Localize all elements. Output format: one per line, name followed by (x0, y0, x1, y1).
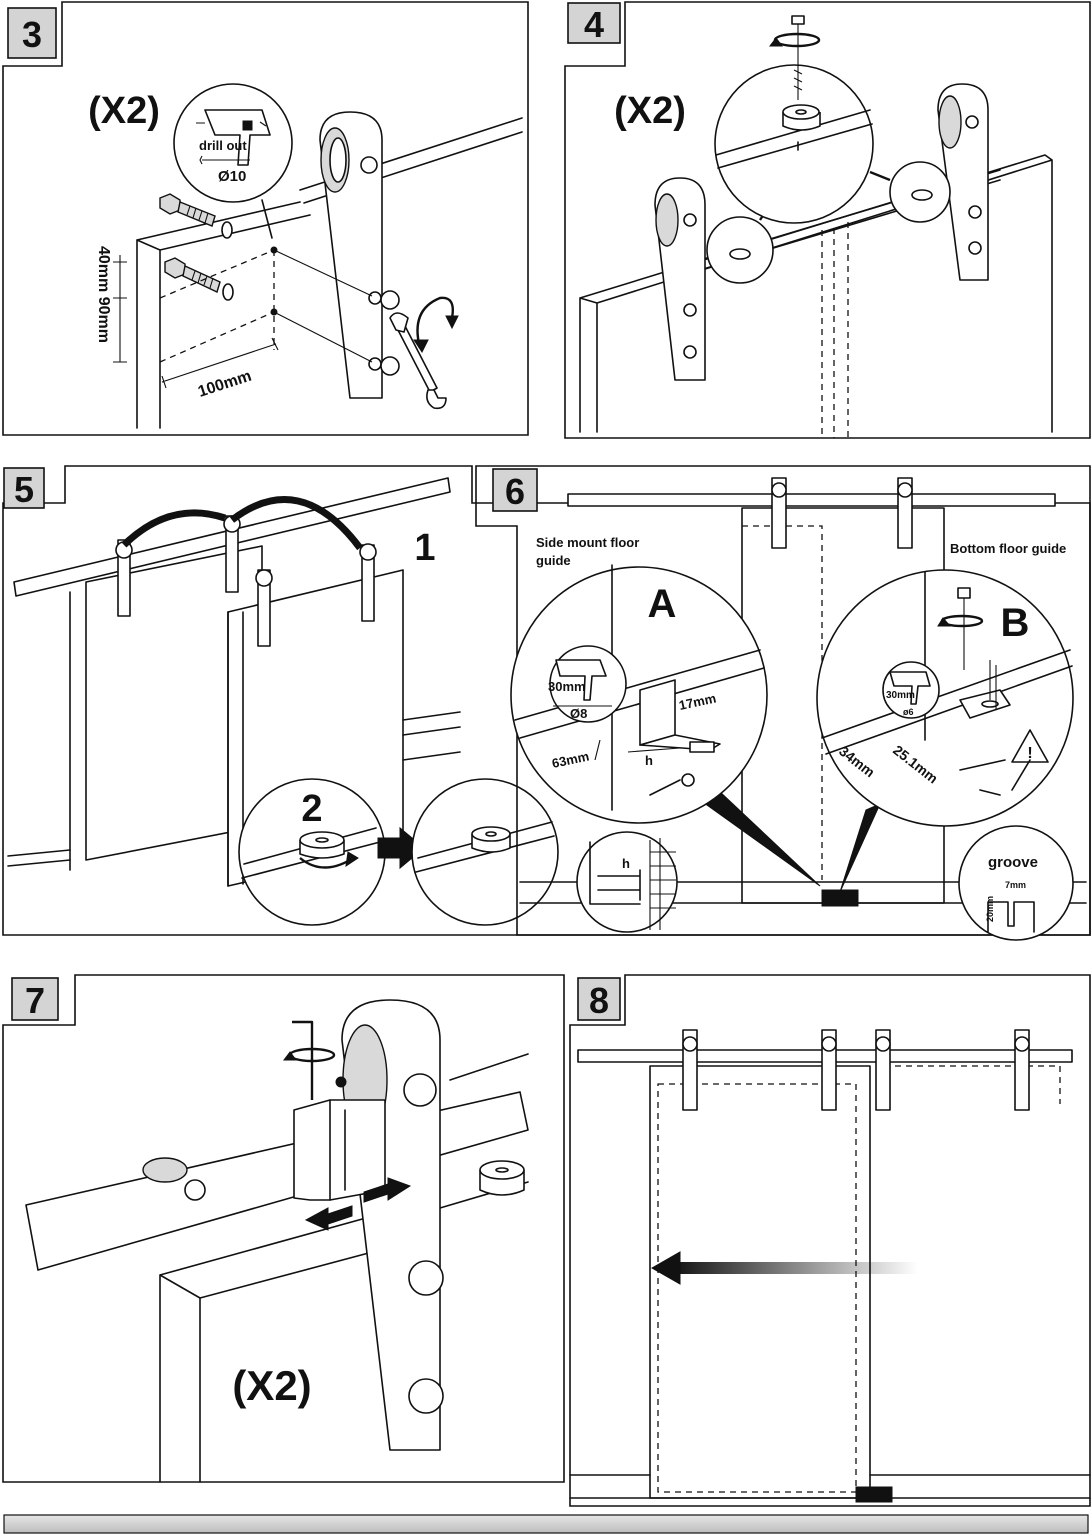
footer-bar (3, 1514, 1089, 1534)
nut (380, 356, 400, 376)
rotate-arrow-icon (413, 296, 459, 353)
callout-a-label: A (648, 582, 677, 626)
stopper-block (293, 1099, 386, 1201)
step-7-badge (11, 977, 59, 1021)
dim-h: h (645, 753, 653, 768)
drill-depth-a: 30mm (548, 679, 586, 694)
step-7-number: 7 (25, 980, 45, 1021)
bottom-guide-label: Bottom floor guide (950, 541, 1066, 556)
horizontal-dimension: 100mm (196, 368, 254, 401)
groove-label: groove (988, 854, 1038, 871)
hanger-strap (654, 177, 706, 381)
stopper-icon (729, 248, 751, 260)
svg-text:!: ! (1027, 745, 1032, 762)
left-arrow-icon (650, 1251, 918, 1285)
arc-arrow-icon (121, 496, 363, 551)
rotate-arrow-icon (283, 1047, 336, 1063)
door-edge (136, 201, 311, 429)
step-4-quantity: (X2) (614, 90, 686, 132)
sub-step-1: 1 (414, 527, 435, 569)
rotate-arrow-icon (769, 32, 821, 48)
drill-icon (882, 661, 940, 719)
drill-diameter: Ø10 (218, 168, 246, 185)
bolt-icon (164, 257, 234, 301)
screw-icon (937, 587, 984, 670)
stopper-icon (299, 831, 359, 869)
screw-icon (791, 15, 805, 151)
stopper-icon (479, 1160, 525, 1196)
groove-width: 7mm (1005, 880, 1026, 890)
vertical-dimension: 40mm 90mm (95, 246, 112, 343)
drill-depth-b: 30mm (886, 690, 915, 701)
stopper-icon (911, 189, 933, 201)
floor-guide-position (855, 1486, 893, 1503)
drill-diameter-a: Ø8 (570, 706, 587, 721)
stopper-icon (782, 104, 821, 131)
step-5-badge (3, 467, 45, 509)
wrench-icon (649, 773, 695, 796)
groove-depth: 20mm (985, 896, 995, 922)
hanger-strap (319, 111, 400, 399)
bolt-icon (159, 193, 233, 239)
bottom-guide-part (959, 660, 1011, 719)
drill-icon (173, 83, 293, 239)
sub-step-2: 2 (301, 788, 322, 830)
double-arrow-icon (304, 1177, 412, 1231)
side-guide-bracket (639, 679, 721, 753)
step-6-panel: 6 Side mount floor guide Bottom floor gu… (475, 465, 1091, 941)
step-6-badge (492, 468, 538, 512)
step-6-number: 6 (505, 471, 525, 512)
hanger-strap (682, 1029, 1030, 1111)
hex-key-icon (292, 1020, 314, 1100)
hanger-strap (771, 477, 913, 549)
step-7-panel: 7 (X2) (2, 974, 565, 1483)
floor-guide-position (821, 889, 859, 907)
hanger-strap (937, 83, 989, 281)
drill-label: drill out (199, 138, 247, 153)
drill-diameter-b: ø6 (903, 707, 914, 717)
rail (567, 493, 1056, 507)
drill-icon (549, 645, 627, 723)
hanger-strap (341, 999, 444, 1451)
step-8-badge (577, 977, 621, 1021)
side-mount-guide-label: Side mount floor (536, 535, 639, 550)
step-3-badge (7, 7, 57, 59)
wrench-icon (389, 312, 447, 410)
step-8-number: 8 (589, 980, 609, 1021)
step-4-panel: 4 (X2) (564, 1, 1091, 439)
callout-b-label: B (1001, 601, 1030, 645)
stopper-icon (471, 826, 511, 853)
step-3-panel: 3 (X2) (2, 1, 529, 436)
step-7-quantity: (X2) (232, 1362, 311, 1409)
step-5-panel: 5 1 2 (2, 465, 1091, 936)
step-3-number: 3 (22, 14, 42, 55)
inset-h: h (622, 856, 630, 871)
step-3-quantity: (X2) (88, 90, 160, 132)
side-mount-guide-label-2: guide (536, 553, 571, 568)
hanger-strap (115, 515, 377, 647)
step-4-number: 4 (584, 4, 604, 45)
step-8-panel: 8 (569, 974, 1091, 1507)
nut (380, 290, 400, 310)
step-5-number: 5 (14, 469, 34, 510)
step-4-badge (567, 2, 621, 44)
warning-icon: ! (1011, 729, 1049, 763)
